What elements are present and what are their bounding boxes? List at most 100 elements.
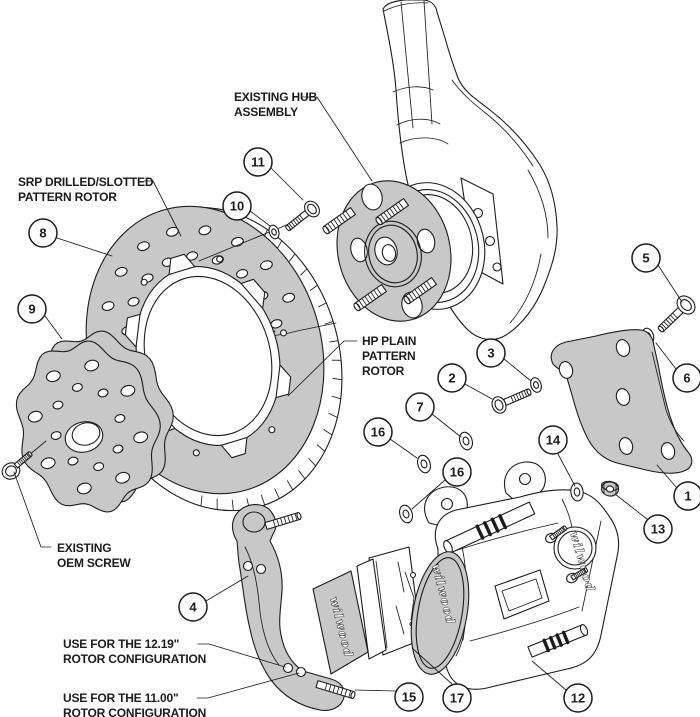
caliper-slide-pin-top [443, 501, 536, 554]
brake-pads [312, 546, 422, 675]
callout-leader [431, 413, 462, 438]
label-text: USE FOR THE 11.00"ROTOR CONFIGURATION [63, 691, 206, 717]
pad-friction-block [356, 558, 387, 660]
nut-13 [600, 480, 620, 497]
hat-lug-hole [114, 414, 126, 423]
callout-11: 11 [243, 147, 304, 201]
rotor-mount-tab [275, 364, 292, 399]
callout-circle [363, 417, 393, 447]
callout-circle [672, 363, 700, 393]
wheel-stud [322, 206, 356, 235]
hat-lug-hole [97, 388, 109, 398]
rotor-drill-hole [137, 241, 150, 252]
rotor-mount-hole [140, 278, 148, 286]
callout-13: 13 [614, 493, 673, 544]
callout-number: 16 [450, 465, 464, 480]
caliper-logo-boss [553, 526, 597, 570]
callout-circle [673, 481, 700, 511]
callout-6: 6 [655, 342, 700, 393]
callout-leader [411, 479, 446, 510]
washer-7 [458, 431, 474, 451]
rotor-mount-tab [220, 436, 248, 459]
hub-flange-hole [350, 237, 368, 263]
label-leader [197, 643, 286, 668]
hat-outer-hole [40, 457, 56, 470]
hat-outer-hole [120, 384, 136, 397]
callout-circle [405, 392, 435, 422]
bolt-shaft [657, 306, 684, 333]
use-for-11-00: USE FOR THE 11.00"ROTOR CONFIGURATION [63, 672, 300, 717]
callout-circle [28, 218, 58, 248]
hat-lug-hole [71, 382, 83, 392]
callout-leader [614, 493, 648, 520]
hat-outer-hole [84, 359, 100, 372]
callout-number: 3 [487, 346, 494, 361]
rotor-drill-hole [259, 260, 273, 271]
callout-1: 1 [656, 464, 700, 511]
callout-leader [531, 660, 567, 691]
bolt-2 [491, 388, 532, 414]
callout-number: 10 [230, 199, 244, 214]
rotor-drill-hole [127, 297, 140, 307]
callout-leader [464, 383, 493, 400]
caliper-window [494, 569, 550, 620]
oem-screw-shaft [13, 451, 33, 469]
callout-7: 7 [405, 392, 462, 438]
hat-lug-hole [50, 431, 62, 440]
callout-circle [563, 683, 593, 713]
hub-flange-hole [361, 183, 383, 211]
caliper-bracket-radial [550, 329, 693, 474]
pad-pin [404, 571, 415, 621]
label-text: USE FOR THE 12.19"ROTOR CONFIGURATION [63, 637, 206, 666]
callout-12: 12 [531, 660, 593, 713]
bolt-5 [657, 295, 696, 333]
callout-number: 5 [642, 251, 649, 266]
callout-circle [178, 592, 208, 622]
bracket-stud [315, 680, 356, 699]
callout-number: 4 [189, 600, 197, 615]
callout-circle [437, 363, 467, 393]
callout-number: 12 [571, 691, 585, 706]
callout-16: 16 [363, 417, 418, 459]
rotor-mount-hole [192, 449, 200, 457]
hat-lug-hole [112, 444, 124, 454]
callout-leader [249, 210, 271, 227]
callout-number: 7 [416, 400, 423, 415]
callout-circle [394, 682, 424, 712]
callout-number: 8 [39, 226, 46, 241]
callout-number: 13 [651, 522, 665, 537]
callout-leader [44, 315, 63, 340]
hub-flange-hole [416, 228, 436, 254]
callout-leader [411, 647, 453, 685]
rotor-drill-hole [198, 225, 212, 236]
hat-lug-hole [93, 462, 105, 472]
callout-number: 6 [683, 371, 690, 386]
bleed-screw [549, 525, 568, 541]
washer-3 [530, 377, 542, 393]
pad-outer-plate [312, 570, 369, 675]
wheel-stud [403, 276, 437, 305]
callout-leader [270, 167, 304, 201]
callout-circle [643, 514, 673, 544]
bolt-shaft [285, 209, 310, 232]
rotor-drill-hole [236, 269, 249, 279]
callout-circle [442, 683, 472, 713]
washer-16 [398, 504, 414, 524]
label-leader [143, 180, 182, 237]
callout-number: 15 [402, 690, 416, 705]
rotor-mount-hole [216, 255, 224, 263]
caliper-mount-bracket [231, 504, 345, 711]
washer-16b [398, 504, 414, 524]
callout-8: 8 [28, 218, 113, 257]
callout-9: 9 [17, 294, 63, 340]
caliper-slide-pin-bottom [527, 624, 589, 658]
rotor-drill-hole [101, 301, 115, 311]
